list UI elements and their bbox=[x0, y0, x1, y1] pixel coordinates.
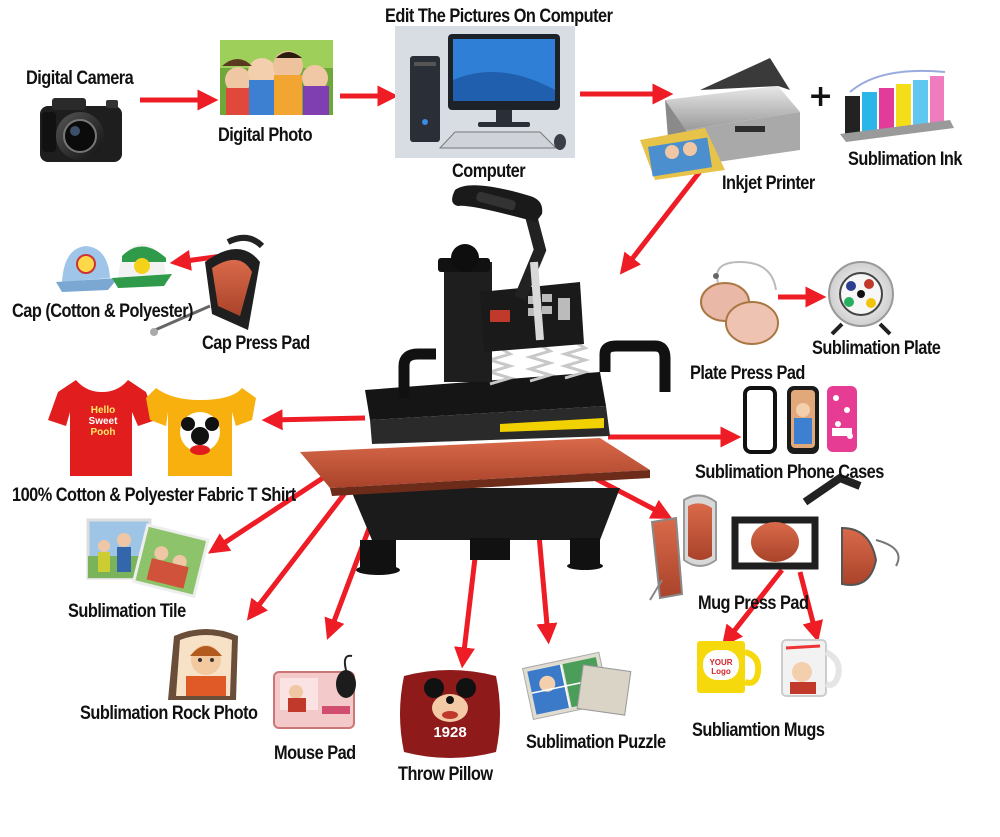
label-mugs: Subliamtion Mugs bbox=[692, 720, 825, 741]
arrow-printer-to-press bbox=[619, 163, 707, 275]
camera-icon bbox=[40, 98, 122, 162]
plate-icon bbox=[828, 261, 894, 336]
label-sublimation-plate: Sublimation Plate bbox=[812, 338, 941, 359]
computer-icon bbox=[395, 26, 575, 158]
plus-sign: + bbox=[808, 79, 834, 114]
heat-press-icon bbox=[300, 185, 671, 575]
tshirt-text-line-1: Hello bbox=[90, 405, 116, 416]
arrow-press-to-tile bbox=[207, 467, 337, 554]
cap-press-pad-icon bbox=[150, 234, 265, 336]
label-mug-press-pad: Mug Press Pad bbox=[698, 593, 809, 614]
mug-print-text: YOUR Logo bbox=[709, 658, 733, 676]
arrow-mugpad-to-mug2 bbox=[797, 571, 824, 643]
label-tshirt: 100% Cotton & Polyester Fabric T Shirt bbox=[12, 485, 296, 506]
label-computer: Computer bbox=[452, 161, 526, 182]
tile-icon bbox=[86, 518, 210, 599]
arrow-press-to-tshirt bbox=[261, 409, 366, 431]
label-phone-cases: Sublimation Phone Cases bbox=[695, 462, 884, 483]
arrow-mugpad-to-mug1 bbox=[721, 568, 784, 647]
label-throw-pillow: Throw Pillow bbox=[398, 764, 493, 785]
label-cap-press-pad: Cap Press Pad bbox=[202, 333, 310, 354]
photo-icon bbox=[220, 40, 333, 115]
label-mouse-pad: Mouse Pad bbox=[274, 743, 356, 764]
mug-press-icon bbox=[649, 473, 900, 601]
tshirt-text-line-3: Pooh bbox=[90, 427, 116, 438]
puzzle-icon bbox=[522, 651, 632, 721]
mug-icon bbox=[697, 639, 842, 697]
label-digital-camera: Digital Camera bbox=[26, 68, 134, 89]
ink-bottles-icon bbox=[840, 69, 954, 142]
tshirt-print-text: Hello Sweet Pooh bbox=[80, 405, 126, 438]
plate-press-pad-icon bbox=[700, 260, 779, 345]
rock-photo-icon bbox=[168, 629, 238, 700]
arrow-press-to-rock bbox=[246, 478, 357, 621]
mouse-pad-icon bbox=[273, 654, 356, 729]
label-plate-press-pad: Plate Press Pad bbox=[690, 363, 805, 384]
pillow-icon bbox=[400, 670, 500, 758]
label-inkjet-printer: Inkjet Printer bbox=[722, 173, 815, 194]
tshirt-text-line-2: Sweet bbox=[88, 416, 118, 427]
label-rock-photo: Sublimation Rock Photo bbox=[80, 703, 258, 724]
cap-icon bbox=[56, 244, 172, 292]
diagram-title: Edit The Pictures On Computer bbox=[385, 6, 613, 27]
pillow-print-text: 1928 bbox=[433, 724, 467, 741]
phone-case-icon bbox=[743, 386, 857, 454]
label-cap: Cap (Cotton & Polyester) bbox=[12, 301, 194, 322]
label-digital-photo: Digital Photo bbox=[218, 125, 313, 146]
label-puzzle: Sublimation Puzzle bbox=[526, 732, 666, 753]
label-sublimation-tile: Sublimation Tile bbox=[68, 601, 186, 622]
printer-icon bbox=[640, 58, 800, 180]
label-sublimation-ink: Sublimation Ink bbox=[848, 149, 962, 170]
tshirt-icon bbox=[48, 380, 256, 476]
